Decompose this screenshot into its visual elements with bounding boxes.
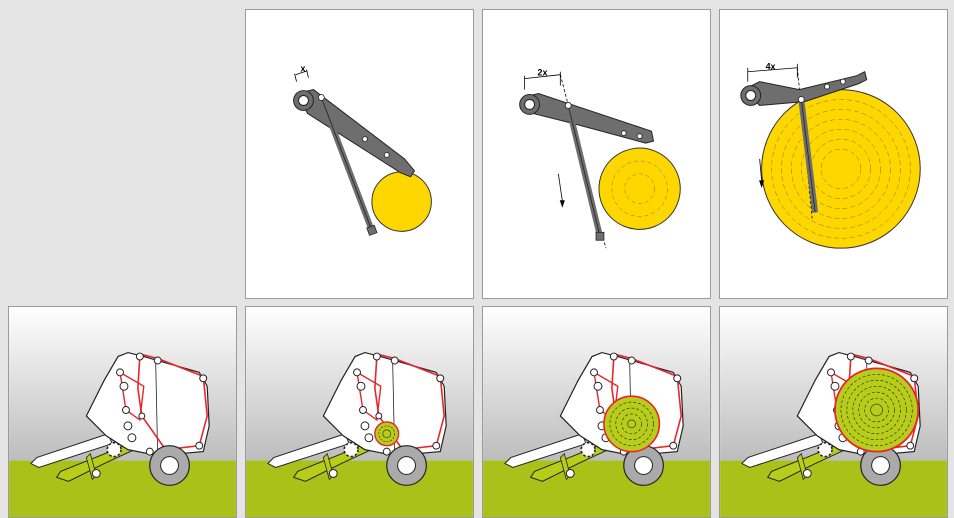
cylinder-pin (798, 97, 804, 103)
pivot-hole (525, 99, 535, 109)
cylinder-pin (318, 95, 324, 101)
baler-panel-2 (245, 306, 474, 518)
arm-hole (825, 84, 830, 89)
cylinder-mount (596, 232, 604, 240)
arm-diagram-panel-1: x (245, 9, 474, 299)
arm-diagram-panel-2: 2x (482, 9, 711, 299)
arm-hole (362, 137, 367, 142)
ground (246, 461, 473, 517)
baler-panel-1 (8, 306, 237, 518)
bale (762, 90, 921, 249)
arm-hole (637, 134, 642, 139)
bale (599, 148, 680, 229)
direction-arrow (558, 174, 564, 207)
baler-diagram-4 (720, 307, 947, 517)
arm-diagram-panel-3: 4x (719, 9, 948, 299)
pivot-hole (299, 96, 309, 106)
tension-arm (523, 94, 654, 144)
bale-small (375, 422, 399, 446)
offset-label: 2x (538, 68, 548, 78)
bale-full (835, 368, 918, 451)
baler-diagram-3 (483, 307, 710, 517)
ground (720, 461, 947, 517)
pivot-hole (746, 91, 756, 101)
ground (9, 461, 236, 517)
offset-label: x (301, 64, 306, 74)
baler-diagram-2 (246, 307, 473, 517)
cylinder-pin (565, 102, 571, 108)
arm-diagram-3: 4x (720, 10, 947, 298)
arm-hole (621, 131, 626, 136)
bale-medium (604, 396, 659, 451)
arm-hole (384, 153, 389, 158)
bale (372, 172, 431, 231)
offset-label: 4x (766, 62, 776, 72)
ground (483, 461, 710, 517)
tension-arm (298, 90, 415, 177)
arm-diagram-2: 2x (483, 10, 710, 298)
arm-hole (840, 79, 845, 84)
baler-panel-4 (719, 306, 948, 518)
baler-panel-3 (482, 306, 711, 518)
arm-diagram-1: x (246, 10, 473, 298)
baler-diagram-1 (9, 307, 236, 517)
